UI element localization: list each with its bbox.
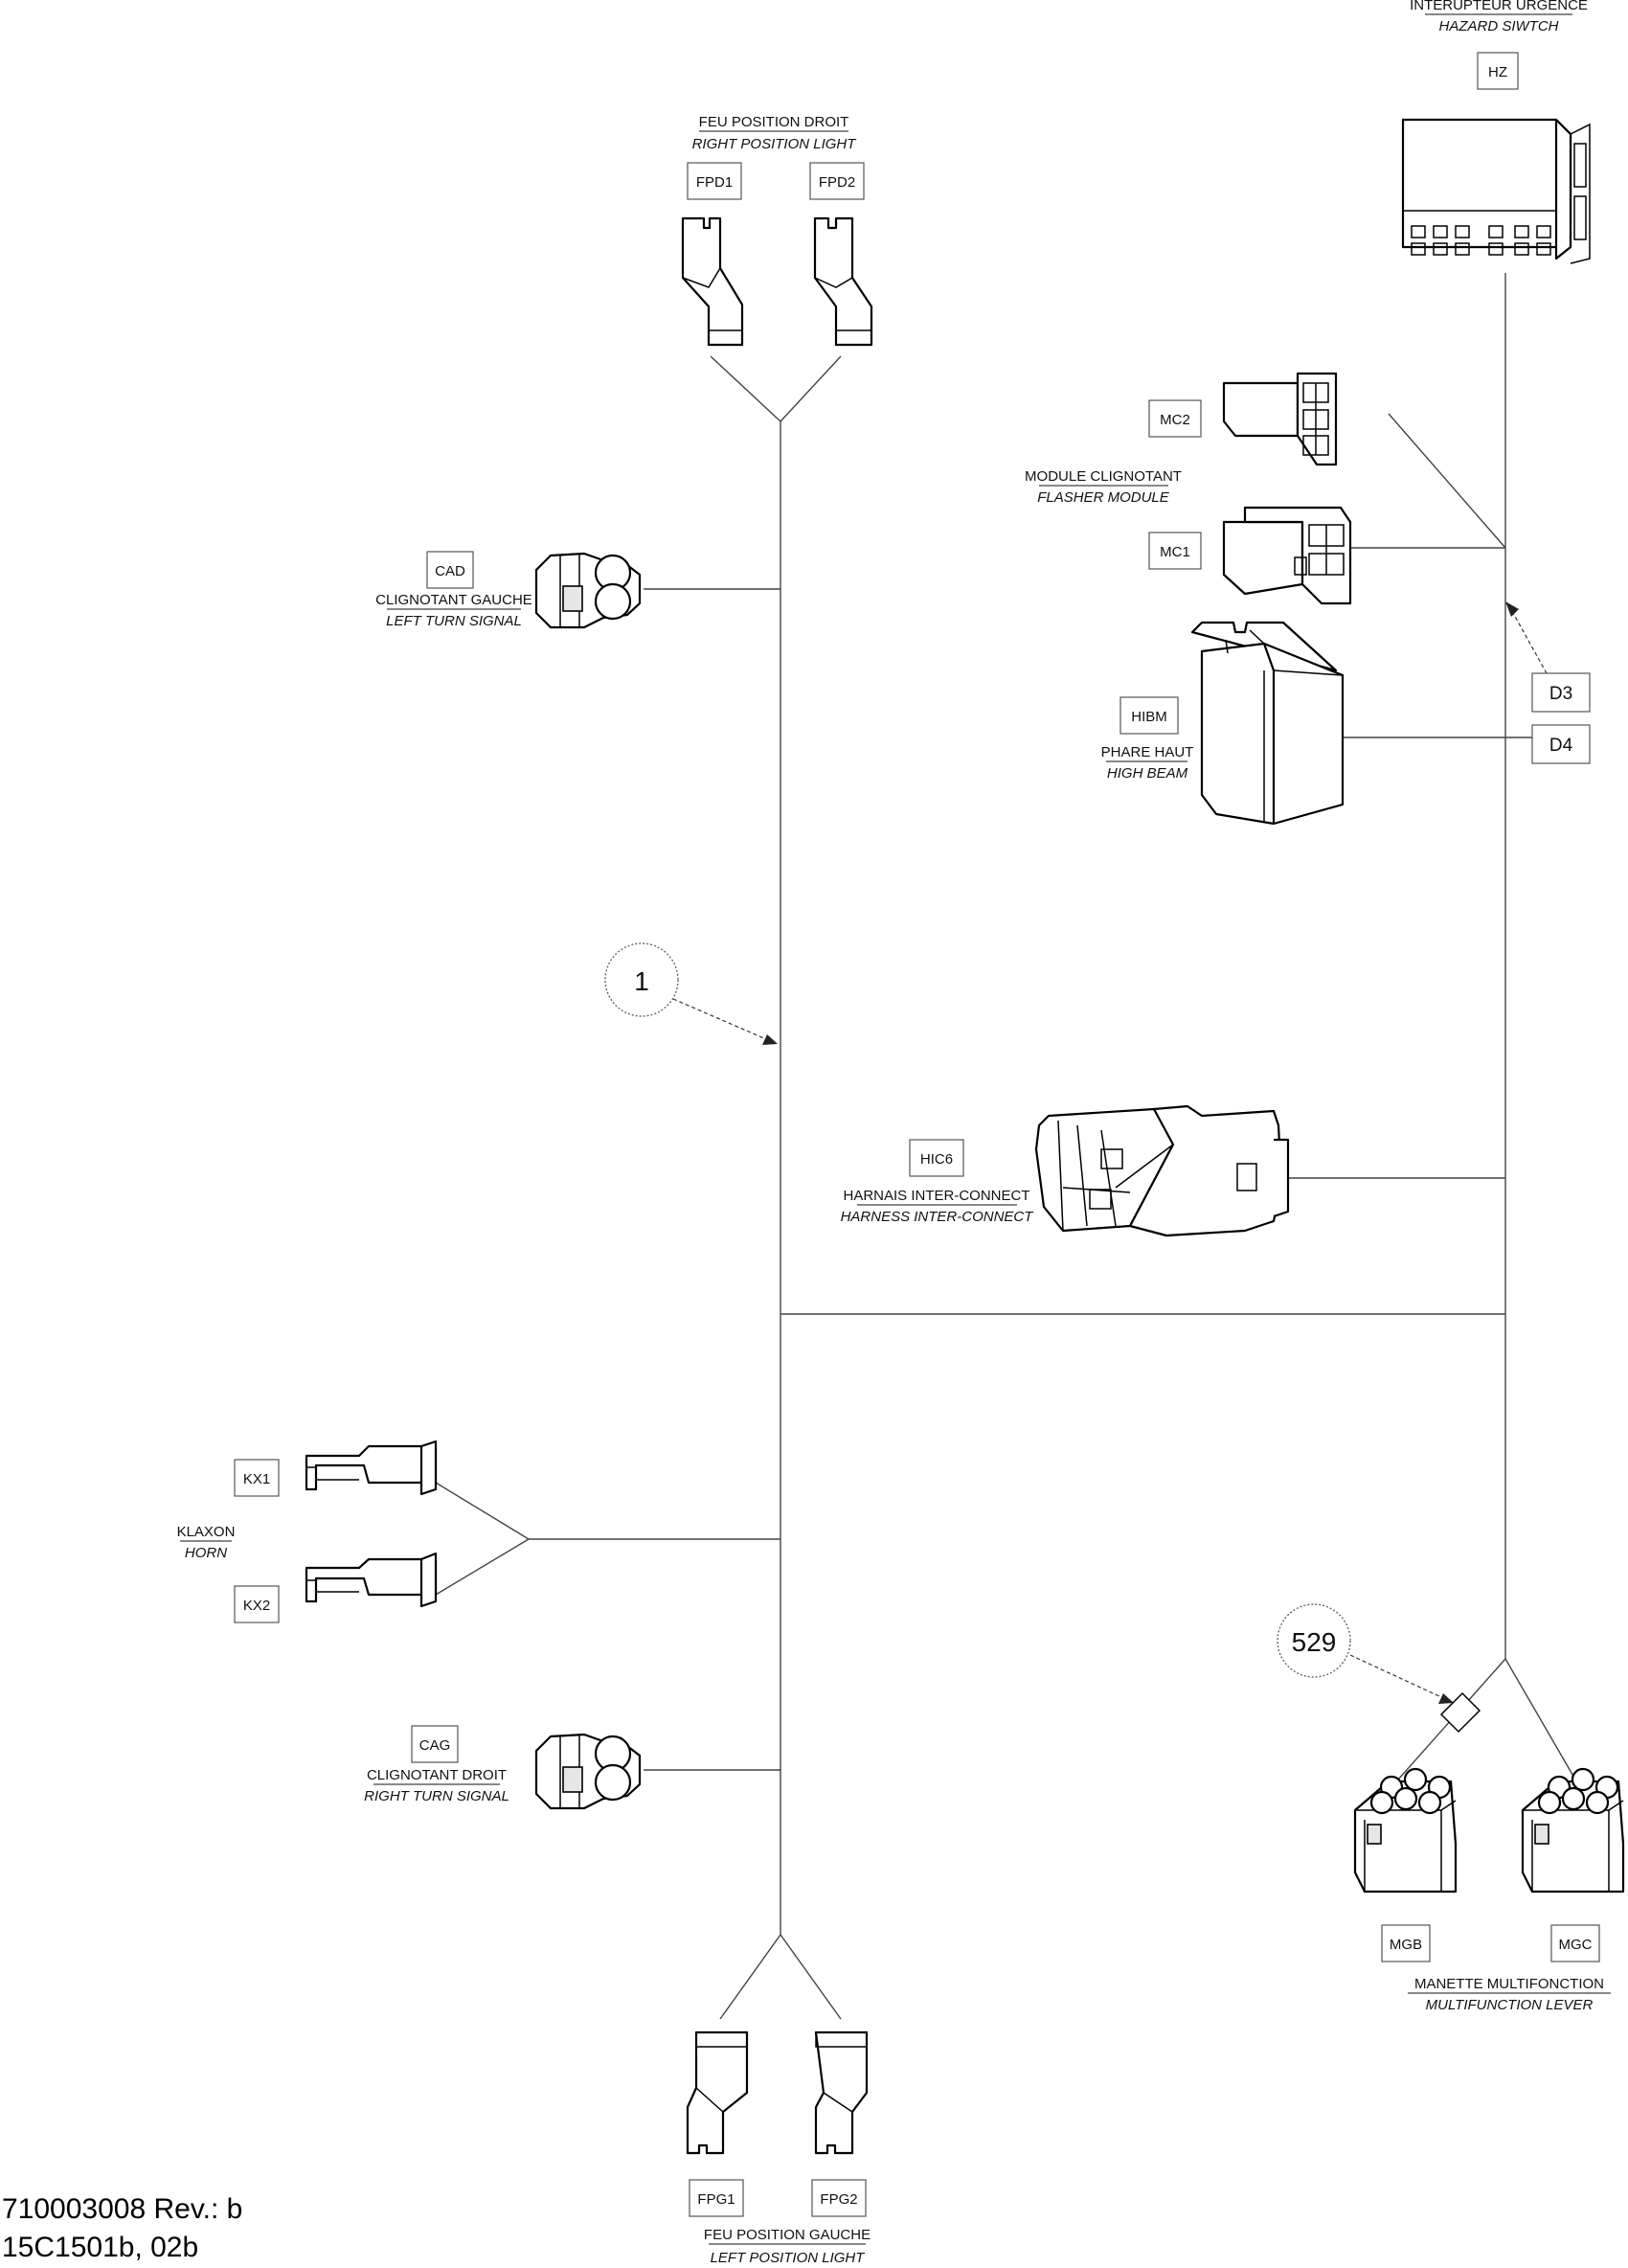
spade-terminal-fpd1 (681, 216, 744, 347)
figure-id: 15C1501b, 02b (2, 2232, 198, 2263)
svg-text:HIC6: HIC6 (920, 1151, 953, 1168)
horn-label: KLAXON HORN (177, 1524, 236, 1561)
code-box-mgb: MGB (1381, 1924, 1431, 1962)
svg-text:FEU POSITION GAUCHE: FEU POSITION GAUCHE (704, 2227, 871, 2243)
code-box-mc1: MC1 (1148, 532, 1202, 570)
svg-text:FPD1: FPD1 (696, 174, 733, 191)
callout-529: 529 (1277, 1603, 1454, 1704)
part-number: 710003008 Rev.: b (2, 2193, 242, 2225)
svg-text:529: 529 (1292, 1627, 1337, 1657)
code-box-fpg1: FPG1 (689, 2179, 744, 2217)
hazard-switch-label: INTERUPTEUR URGENCE HAZARD SIWTCH (1410, 0, 1588, 34)
multifunction-lever-label: MANETTE MULTIFONCTION MULTIFUNCTION LEVE… (1408, 1976, 1611, 2013)
flasher-module-mc2-connector (1222, 372, 1338, 466)
svg-text:D4: D4 (1549, 736, 1573, 756)
flasher-module-mc1-connector (1222, 506, 1352, 605)
svg-text:FPD2: FPD2 (819, 174, 855, 191)
code-box-hz: HZ (1477, 52, 1519, 90)
svg-text:KX1: KX1 (243, 1471, 270, 1487)
svg-text:RIGHT POSITION LIGHT: RIGHT POSITION LIGHT (692, 136, 858, 152)
svg-text:MANETTE MULTIFONCTION: MANETTE MULTIFONCTION (1414, 1976, 1604, 1992)
svg-text:MGB: MGB (1390, 1937, 1422, 1953)
svg-text:CLIGNOTANT DROIT: CLIGNOTANT DROIT (367, 1767, 507, 1783)
svg-text:CAG: CAG (419, 1737, 451, 1754)
high-beam-label: PHARE HAUT HIGH BEAM (1101, 744, 1194, 782)
code-box-kx2: KX2 (234, 1585, 280, 1623)
svg-text:1: 1 (634, 966, 649, 996)
svg-text:INTERUPTEUR URGENCE: INTERUPTEUR URGENCE (1410, 0, 1588, 13)
code-box-hibm: HIBM (1119, 696, 1179, 735)
right-turn-signal-label: CLIGNOTANT DROIT RIGHT TURN SIGNAL (364, 1767, 509, 1804)
svg-text:HARNESS INTER-CONNECT: HARNESS INTER-CONNECT (841, 1209, 1035, 1225)
spade-terminal-fpd2 (813, 216, 873, 347)
svg-text:CAD: CAD (435, 563, 465, 579)
svg-text:HZ: HZ (1488, 64, 1507, 80)
callout-1: 1 (604, 942, 778, 1045)
right-turn-signal-bulb-socket (534, 1733, 642, 1810)
svg-text:MC1: MC1 (1160, 544, 1190, 560)
flasher-module-label: MODULE CLIGNOTANT FLASHER MODULE (1025, 468, 1182, 506)
svg-text:HARNAIS INTER-CONNECT: HARNAIS INTER-CONNECT (843, 1188, 1029, 1204)
code-box-mc2: MC2 (1148, 399, 1202, 438)
left-turn-signal-bulb-socket (534, 552, 642, 629)
horn-terminal-kx2 (305, 1552, 438, 1608)
code-box-hic6: HIC6 (909, 1139, 964, 1177)
code-box-cad: CAD (426, 551, 474, 589)
harness-wires (435, 273, 1576, 2020)
svg-text:MULTIFUNCTION LEVER: MULTIFUNCTION LEVER (1426, 1997, 1594, 2013)
svg-text:FPG1: FPG1 (697, 2191, 735, 2208)
right-position-light-label: FEU POSITION DROIT RIGHT POSITION LIGHT (692, 114, 858, 152)
multifunction-connector-mgc (1521, 1767, 1625, 1894)
svg-text:RIGHT TURN SIGNAL: RIGHT TURN SIGNAL (364, 1788, 509, 1804)
svg-text:FLASHER MODULE: FLASHER MODULE (1037, 489, 1170, 506)
left-position-light-label: FEU POSITION GAUCHE LEFT POSITION LIGHT (704, 2227, 871, 2266)
hazard-switch-connector (1401, 118, 1591, 264)
svg-text:HIGH BEAM: HIGH BEAM (1107, 765, 1188, 782)
code-box-mgc: MGC (1550, 1924, 1600, 1962)
svg-text:D3: D3 (1549, 684, 1572, 704)
left-turn-signal-label: CLIGNOTANT GAUCHE LEFT TURN SIGNAL (375, 592, 532, 629)
svg-text:HIBM: HIBM (1131, 709, 1167, 725)
harness-interconnect-label: HARNAIS INTER-CONNECT HARNESS INTER-CONN… (841, 1188, 1035, 1225)
spade-terminal-fpg1 (686, 2030, 749, 2155)
svg-text:MGC: MGC (1559, 1937, 1593, 1953)
high-beam-relay (1190, 621, 1345, 826)
code-box-cag: CAG (411, 1725, 459, 1763)
code-box-fpd2: FPD2 (809, 162, 865, 200)
svg-text:KLAXON: KLAXON (177, 1524, 236, 1540)
code-box-fpd1: FPD1 (687, 162, 742, 200)
svg-text:LEFT POSITION LIGHT: LEFT POSITION LIGHT (711, 2250, 867, 2266)
multifunction-connector-mgb (1353, 1767, 1458, 1894)
svg-text:HAZARD SIWTCH: HAZARD SIWTCH (1439, 18, 1559, 34)
code-box-kx1: KX1 (234, 1459, 280, 1497)
svg-text:KX2: KX2 (243, 1598, 270, 1614)
svg-text:CLIGNOTANT GAUCHE: CLIGNOTANT GAUCHE (375, 592, 532, 608)
spade-terminal-fpg2 (814, 2030, 869, 2155)
wire-splice-marker (1439, 1691, 1481, 1734)
reference-leader (1505, 601, 1548, 674)
svg-text:PHARE HAUT: PHARE HAUT (1101, 744, 1194, 760)
svg-text:MODULE CLIGNOTANT: MODULE CLIGNOTANT (1025, 468, 1182, 485)
svg-text:LEFT TURN SIGNAL: LEFT TURN SIGNAL (386, 613, 522, 629)
reference-box-d4: D4 (1531, 724, 1591, 764)
svg-text:FEU POSITION DROIT: FEU POSITION DROIT (699, 114, 849, 130)
harness-interconnect-connector (1034, 1104, 1290, 1237)
svg-text:HORN: HORN (185, 1545, 227, 1561)
reference-box-d3: D3 (1531, 672, 1591, 713)
horn-terminal-kx1 (305, 1440, 438, 1496)
svg-text:MC2: MC2 (1160, 412, 1190, 428)
code-box-fpg2: FPG2 (811, 2179, 867, 2217)
svg-text:FPG2: FPG2 (820, 2191, 857, 2208)
